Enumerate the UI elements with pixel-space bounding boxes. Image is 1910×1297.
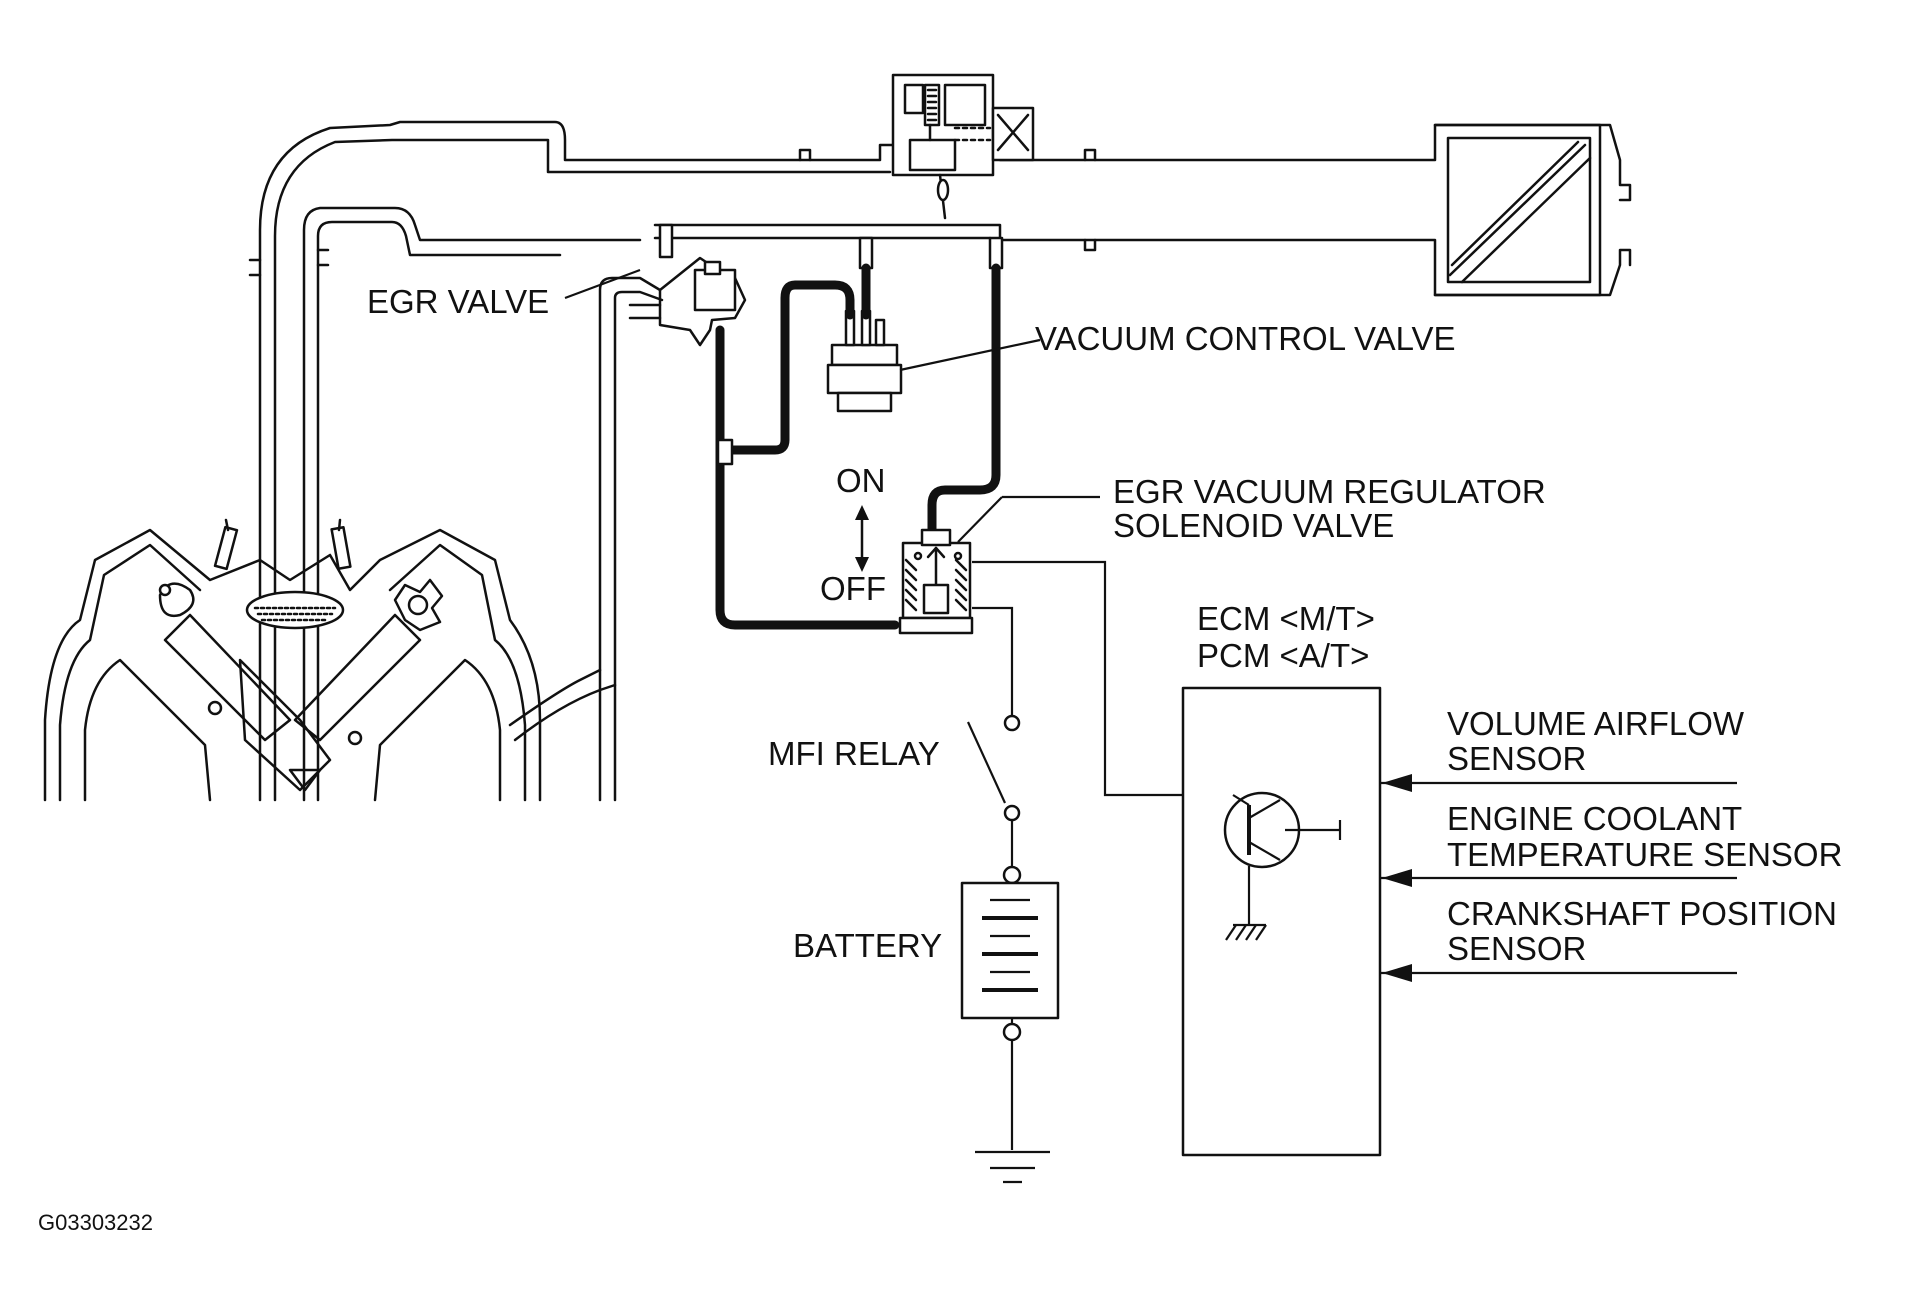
volume-airflow-label-line1: VOLUME AIRFLOW [1447,705,1745,742]
egr-valve-body [598,256,747,802]
ecm-box [1181,686,1382,1157]
off-label: OFF [820,570,886,607]
volume-airflow-label-line2: SENSOR [1447,740,1586,777]
egr-regulator-label-line1: EGR VACUUM REGULATOR [1113,473,1546,510]
relay-switch-arm [966,721,1007,804]
intake-manifold [248,120,1632,802]
crankshaft-label-line2: SENSOR [1447,930,1586,967]
on-label: ON [836,462,886,499]
vacuum-control-valve [826,309,903,413]
crankshaft-label-line1: CRANKSHAFT POSITION [1447,895,1837,932]
wiring [564,268,1737,1184]
on-off-arrow [855,505,869,572]
egr-valve-label: EGR VALVE [367,283,549,320]
relay-contact-top [1003,714,1021,732]
egr-regulator-label-line2: SOLENOID VALVE [1113,507,1394,544]
battery-symbol [960,881,1060,1020]
vacuum-control-valve-label: VACUUM CONTROL VALVE [1035,320,1456,357]
pcm-label: PCM <A/T> [1197,637,1369,674]
mfi-relay-label: MFI RELAY [768,735,940,772]
battery-label: BATTERY [793,927,942,964]
ecm-label: ECM <M/T> [1197,600,1375,637]
egr-solenoid-valve [898,528,974,635]
idle-air-control-assembly [891,73,1035,220]
engine-block [43,518,617,802]
figure-id-label: G03303232 [38,1210,153,1235]
engine-coolant-label-line2: TEMPERATURE SENSOR [1447,836,1842,873]
vacuum-hoses [715,263,1001,630]
relay-contact-bottom [1003,804,1021,822]
engine-coolant-label-line1: ENGINE COOLANT [1447,800,1742,837]
